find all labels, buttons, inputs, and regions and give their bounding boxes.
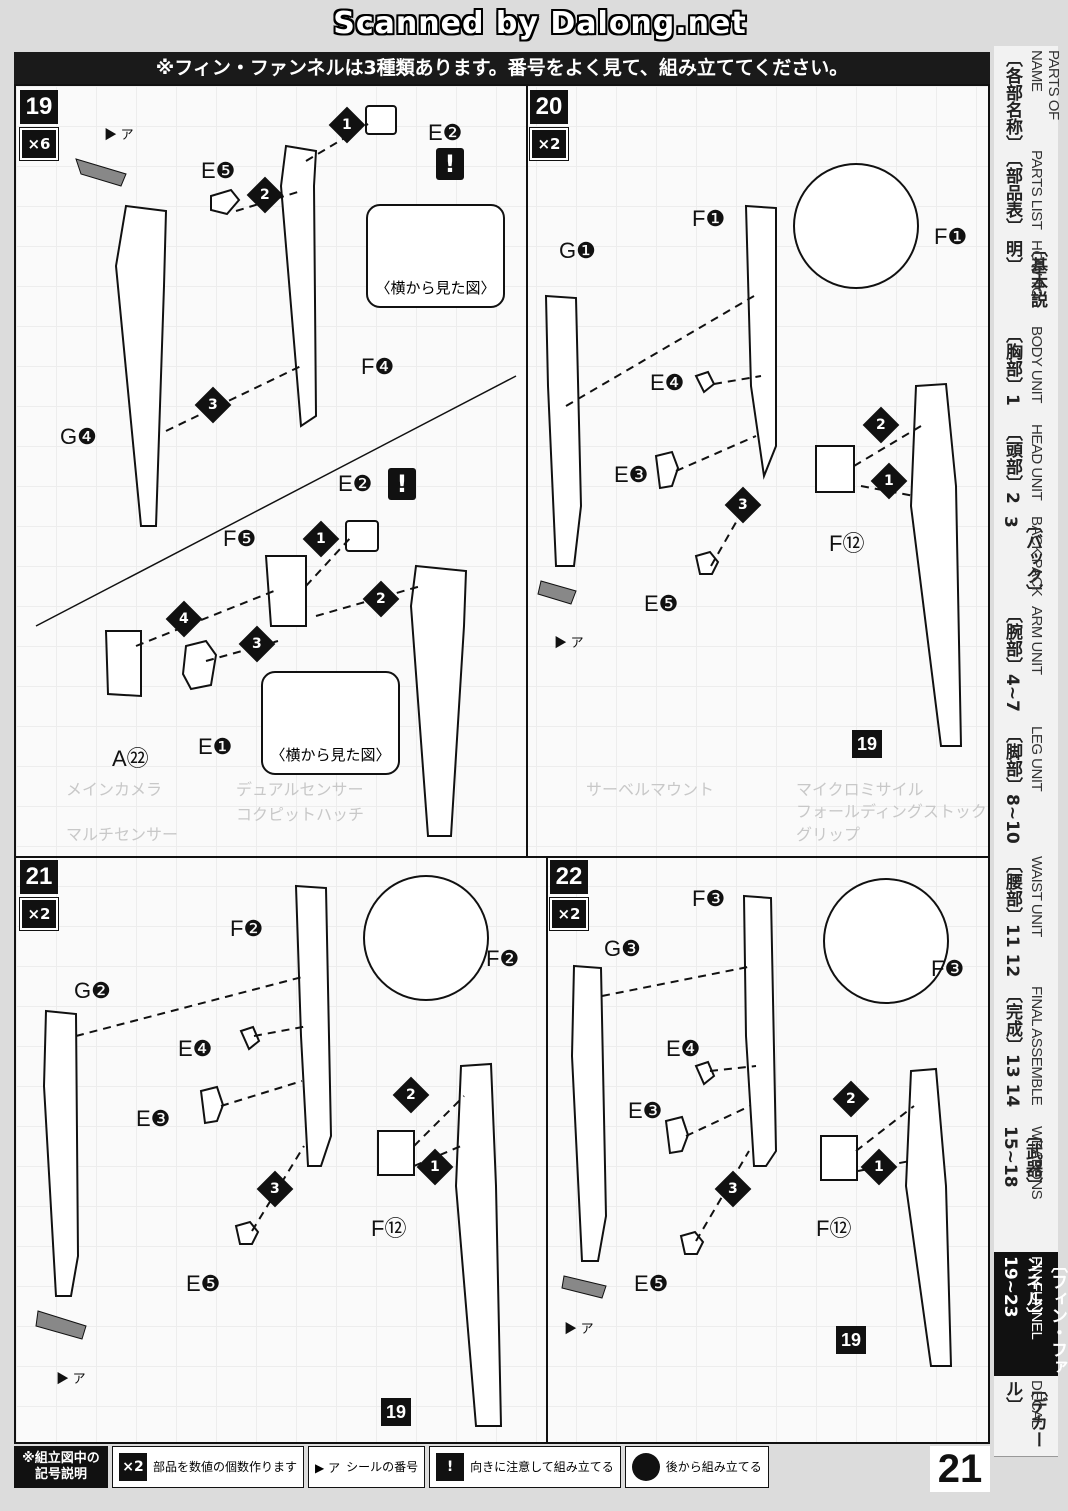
step-badge: 21 ×2 xyxy=(19,860,59,931)
background-text: マイクロミサイル xyxy=(796,780,924,799)
index-tab: 〔部品表〕PARTS LIST xyxy=(994,146,1058,237)
legend-seal: ▶ ア シールの番号 xyxy=(308,1446,426,1488)
side-view-caption: 〈横から見た図〉 xyxy=(375,279,496,297)
step-number: 21 xyxy=(20,860,58,894)
background-text: メインカメラ xyxy=(66,780,163,799)
quantity-icon: ×2 xyxy=(119,1453,147,1481)
step-quantity: ×2 xyxy=(529,127,569,161)
part-label: F❺ xyxy=(223,526,257,551)
reference-step-badge: 19 xyxy=(381,1398,411,1426)
index-tab: 〔基本説明〕HOW TO xyxy=(994,236,1058,323)
background-grid xyxy=(16,86,988,1442)
part-label: E❸ xyxy=(614,462,649,487)
part-label: F❸ xyxy=(692,886,726,911)
step-badge: 20 ×2 xyxy=(529,90,569,161)
orientation-warning-icon: ! xyxy=(436,148,464,180)
background-text: グリップ xyxy=(796,825,861,844)
reference-step-badge: 19 xyxy=(852,730,882,758)
sticker-label: ▶ ア xyxy=(554,635,584,650)
part-label: F⑫ xyxy=(371,1216,407,1241)
part-label: E❷ xyxy=(428,120,463,145)
step-badge: 19 ×6 xyxy=(19,90,59,161)
part-label: E❹ xyxy=(178,1036,213,1061)
assembly-line-art xyxy=(35,105,963,1427)
section-index-sidebar: 〔各部名称〕PARTS OF NAME 〔部品表〕PARTS LIST 〔基本説… xyxy=(994,46,1067,1457)
side-view-callout: 〈横から見た図〉 xyxy=(261,671,400,775)
part-label: E❸ xyxy=(136,1106,171,1131)
warning-icon: ! xyxy=(436,1453,465,1481)
part-label: E❺ xyxy=(644,591,679,616)
step-quantity: ×2 xyxy=(549,897,589,931)
part-label: E❷ xyxy=(338,471,373,496)
scan-credit: Scanned by Dalong.net xyxy=(333,6,747,41)
index-tab: 〔デカール〕DECAL xyxy=(994,1376,1058,1457)
step-quantity: ×6 xyxy=(19,127,59,161)
sticker-label: ▶ ア xyxy=(104,127,134,142)
part-label: F❹ xyxy=(361,354,395,379)
instruction-page: メインカメラ デュアルセンサー マルチセンサー コクピットハッチ サーベルマウン… xyxy=(14,84,990,1444)
back-assembly-icon xyxy=(631,1453,660,1481)
side-view-caption: 〈横から見た図〉 xyxy=(270,746,391,764)
step-quantity: ×2 xyxy=(19,897,59,931)
part-label: F❶ xyxy=(692,206,726,231)
legend-heading: ※組立図中の記号説明 xyxy=(14,1446,108,1488)
part-label: E❺ xyxy=(634,1271,669,1296)
panel-divider xyxy=(526,86,528,856)
part-label: E❶ xyxy=(198,734,233,759)
page-number: 21 xyxy=(930,1446,990,1492)
background-text: マルチセンサー xyxy=(66,825,179,844)
instruction-banner: ※フィン・ファンネルは3種類あります。番号をよく見て、組み立ててください。 xyxy=(14,52,990,84)
sticker-label: ▶ ア xyxy=(56,1371,86,1386)
index-tab: 〔各部名称〕PARTS OF NAME xyxy=(994,46,1062,152)
sticker-label: ▶ ア xyxy=(564,1321,594,1336)
symbol-legend: ※組立図中の記号説明 ×2 部品を数値の個数作ります ▶ ア シールの番号 ! … xyxy=(14,1446,914,1490)
part-label: F❸ xyxy=(931,956,965,981)
background-text: サーベルマウント xyxy=(586,780,715,799)
legend-quantity: ×2 部品を数値の個数作ります xyxy=(112,1446,305,1488)
legend-back-assembly: 後から組み立てる xyxy=(624,1446,769,1488)
step-number: 20 xyxy=(530,90,568,124)
step-number: 19 xyxy=(20,90,58,124)
part-label: G❷ xyxy=(74,978,111,1003)
part-label: F❷ xyxy=(230,916,264,941)
background-text: コクピットハッチ xyxy=(236,805,365,824)
part-label: F⑫ xyxy=(816,1216,852,1241)
part-label: G❹ xyxy=(60,424,97,449)
side-view-callout: 〈横から見た図〉 xyxy=(366,204,505,308)
part-label: E❹ xyxy=(650,370,685,395)
part-label: E❺ xyxy=(201,158,236,183)
background-text: フォールディングストック xyxy=(796,802,987,821)
reference-step-badge: 19 xyxy=(836,1326,866,1354)
panel-divider xyxy=(16,856,988,858)
part-label: G❸ xyxy=(604,936,641,961)
seal-icon: ▶ ア xyxy=(315,1460,341,1475)
part-label: G❶ xyxy=(559,238,596,263)
part-label: E❹ xyxy=(666,1036,701,1061)
part-label: F❷ xyxy=(486,946,520,971)
orientation-warning-icon: ! xyxy=(388,468,416,500)
part-label: A㉒ xyxy=(112,746,149,771)
step-badge: 22 ×2 xyxy=(549,860,589,931)
panel-divider xyxy=(546,856,548,1442)
step-number: 22 xyxy=(550,860,588,894)
part-label: E❺ xyxy=(186,1271,221,1296)
legend-warning: ! 向きに注意して組み立てる xyxy=(429,1446,621,1488)
part-label: F❶ xyxy=(934,224,968,249)
part-label: E❸ xyxy=(628,1098,663,1123)
background-text: デュアルセンサー xyxy=(236,780,364,799)
part-label: F⑫ xyxy=(829,531,865,556)
